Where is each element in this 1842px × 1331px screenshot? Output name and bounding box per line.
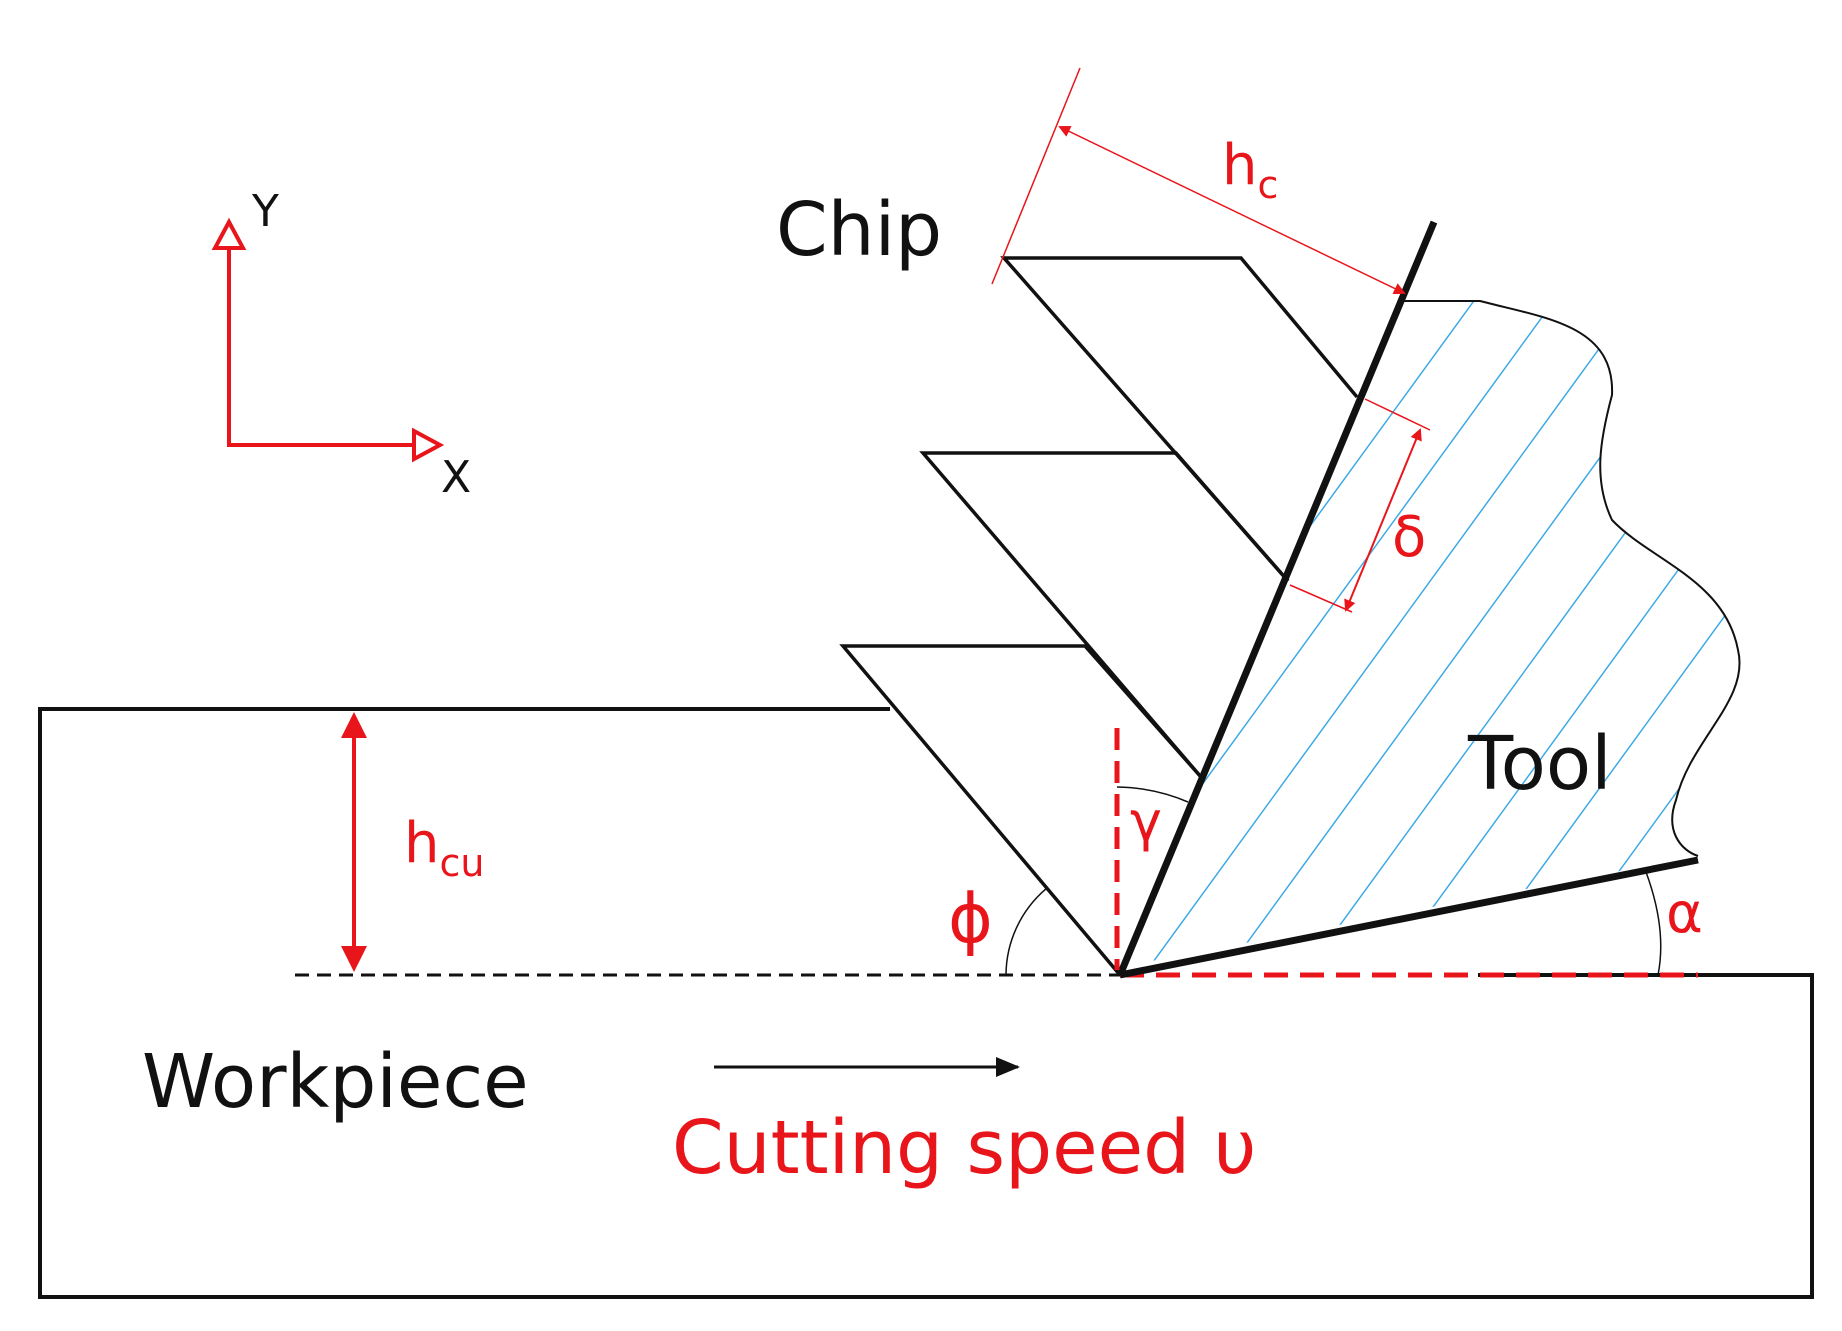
uncut-thickness-annotation: hcu [341,712,484,972]
chip-label: Chip [776,187,942,273]
shear-angle-arc [1005,887,1048,976]
tool-body-outline [1398,300,1741,857]
workpiece-label: Workpiece [142,1039,529,1125]
angle-annotations: γ ϕ α [948,728,1703,976]
chip-segment-2 [919,451,1290,779]
clearance-angle-arc [1645,871,1662,976]
chip-thickness-annotation: hc [991,67,1406,295]
cutting-speed-label: Cutting speed υ [672,1105,1256,1191]
tool-label: Tool [1467,721,1612,807]
hc-dimension-arrow [1058,125,1406,295]
hc-extension-line [991,67,1081,285]
y-axis-label: Y [251,186,279,237]
shear-angle-label: ϕ [948,880,993,959]
delta-extension-top [1364,398,1431,431]
clearance-angle-label: α [1666,881,1703,946]
rake-angle-arc [1116,786,1189,803]
workpiece [38,707,1814,1299]
delta-dimension-arrow [1344,428,1422,612]
x-axis-arrowhead [412,427,445,463]
flank-face [1119,856,1699,979]
coordinate-axes: Y X [211,186,471,503]
rake-face [1116,220,1438,977]
x-axis-label: X [441,452,471,503]
cutting-direction: Cutting speed υ [672,1057,1256,1191]
segment-spacing-annotation: δ [1289,398,1431,613]
workpiece-outline [38,707,1814,1299]
rake-angle-label: γ [1130,790,1162,853]
delta-extension-bottom [1289,584,1353,613]
y-axis-arrowhead [211,217,247,250]
chip [839,256,1359,977]
delta-label: δ [1392,505,1426,570]
hc-label: hc [1222,133,1278,207]
hcu-label: hcu [404,811,484,885]
